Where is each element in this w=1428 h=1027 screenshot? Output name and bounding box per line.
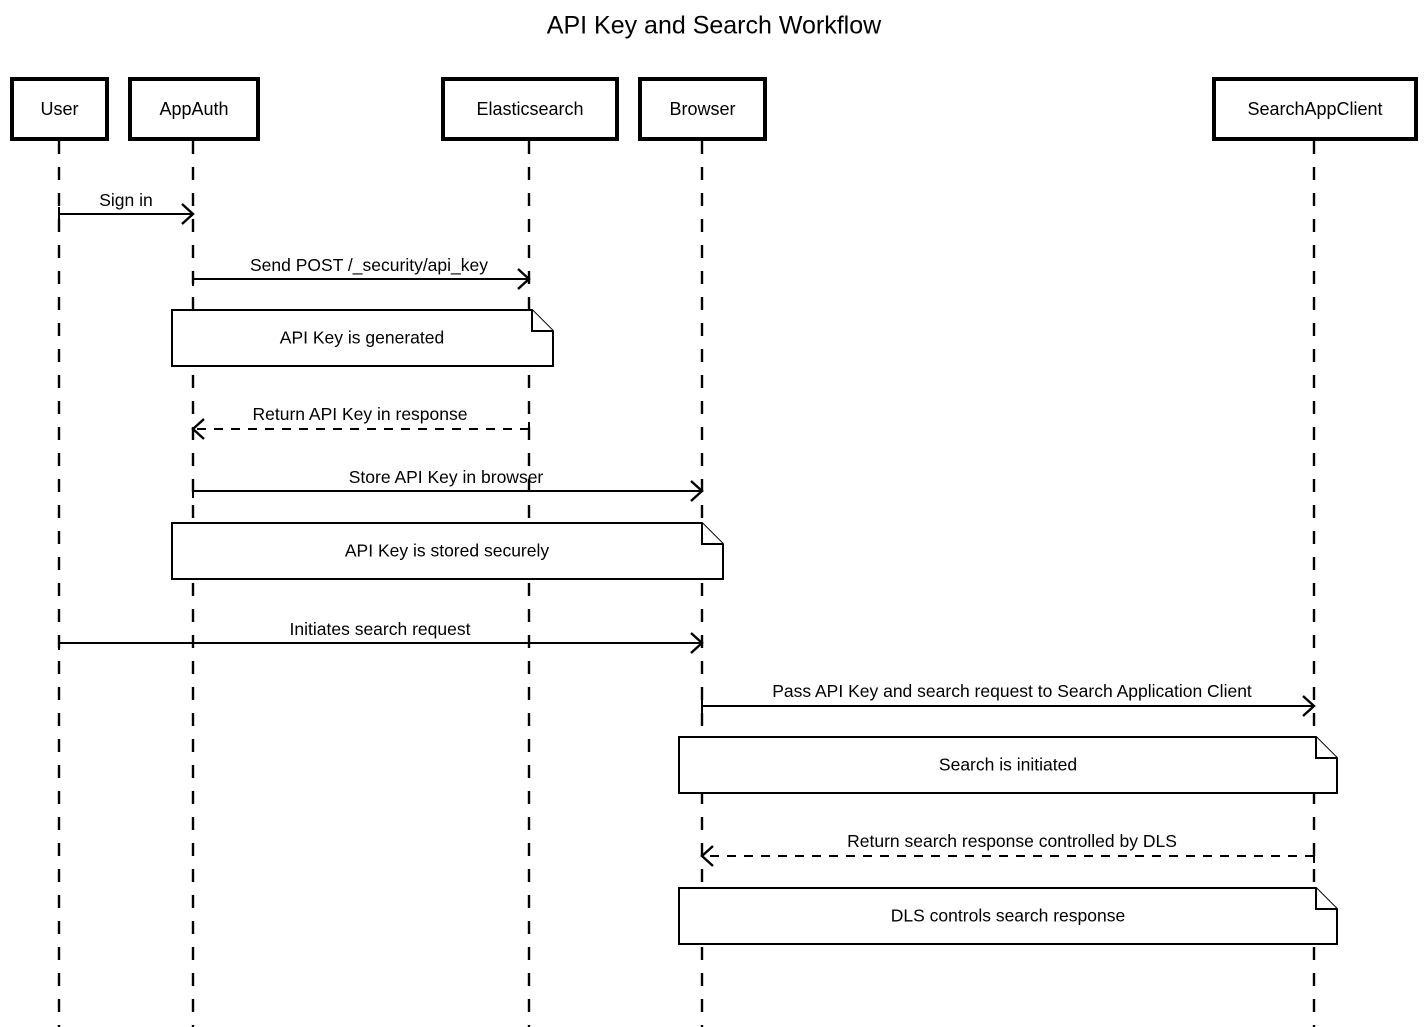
page-title: API Key and Search Workflow	[547, 12, 882, 40]
message-label-m7: Return search response controlled by DLS	[847, 831, 1177, 851]
note-n2[interactable]: API Key is stored securely	[171, 522, 724, 580]
note-n3[interactable]: Search is initiated	[678, 736, 1338, 794]
message-label-m4: Store API Key in browser	[349, 467, 544, 487]
participant-box-browser	[638, 77, 767, 141]
message-m3[interactable]: Return API Key in response	[191, 404, 530, 440]
message-m1[interactable]: Sign in	[58, 190, 195, 225]
message-arrowhead-m7	[700, 845, 714, 867]
message-arrowhead-m6	[1302, 695, 1316, 717]
note-label-n4: DLS controls search response	[891, 906, 1125, 926]
messages-group: Sign in Send POST /_security/api_keyRetur…	[58, 190, 1316, 867]
participant-appauth[interactable]: AppAuth	[128, 77, 260, 141]
note-label-n1: API Key is generated	[280, 328, 444, 348]
participant-searchappclient[interactable]: SearchAppClient	[1212, 77, 1418, 141]
participant-label-user: User	[40, 99, 78, 119]
note-label-n2: API Key is stored securely	[345, 541, 549, 561]
message-m6[interactable]: Pass API Key and search request to Searc…	[701, 681, 1316, 717]
note-n4[interactable]: DLS controls search response	[678, 887, 1338, 945]
participant-label-browser: Browser	[669, 99, 735, 119]
participant-user[interactable]: User	[10, 77, 109, 141]
note-fold-n4	[1315, 888, 1337, 910]
message-m5[interactable]: Initiates search request	[58, 619, 704, 654]
note-body-n1	[171, 309, 554, 367]
participant-box-elasticsearch	[441, 77, 619, 141]
message-arrowhead-m2	[517, 268, 531, 290]
message-arrowhead-m5	[690, 632, 704, 654]
message-m7[interactable]: Return search response controlled by DLS	[700, 831, 1315, 867]
participant-browser[interactable]: Browser	[638, 77, 767, 141]
message-label-m6: Pass API Key and search request to Searc…	[772, 681, 1252, 701]
note-fold-n3	[1315, 737, 1337, 759]
note-body-n3	[678, 736, 1338, 794]
participant-label-appauth: AppAuth	[159, 99, 228, 119]
message-m4[interactable]: Store API Key in browser	[192, 467, 704, 502]
participants-group: User AppAuth Elasticsearch Browser SearchApp…	[10, 77, 1418, 141]
participant-box-user	[10, 77, 109, 141]
participant-box-appauth	[128, 77, 260, 141]
message-m2[interactable]: Send POST /_security/api_key	[192, 255, 531, 290]
message-label-m5: Initiates search request	[290, 619, 471, 639]
participant-label-searchappclient: SearchAppClient	[1247, 99, 1382, 119]
message-label-m1: Sign in	[99, 190, 153, 210]
participant-box-searchappclient	[1212, 77, 1418, 141]
message-label-m3: Return API Key in response	[253, 404, 468, 424]
message-arrowhead-m3	[191, 418, 205, 440]
note-body-n4	[678, 887, 1338, 945]
note-fold-n2	[701, 523, 723, 545]
message-arrowhead-m4	[690, 480, 704, 502]
participant-elasticsearch[interactable]: Elasticsearch	[441, 77, 619, 141]
note-n1[interactable]: API Key is generated	[171, 309, 554, 367]
message-label-m2: Send POST /_security/api_key	[250, 255, 488, 276]
lifelines-group	[57, 141, 1316, 1027]
participant-label-elasticsearch: Elasticsearch	[476, 99, 583, 119]
note-body-n2	[171, 522, 724, 580]
note-label-n3: Search is initiated	[939, 755, 1077, 775]
message-arrowhead-m1	[181, 203, 195, 225]
note-fold-n1	[531, 310, 553, 332]
